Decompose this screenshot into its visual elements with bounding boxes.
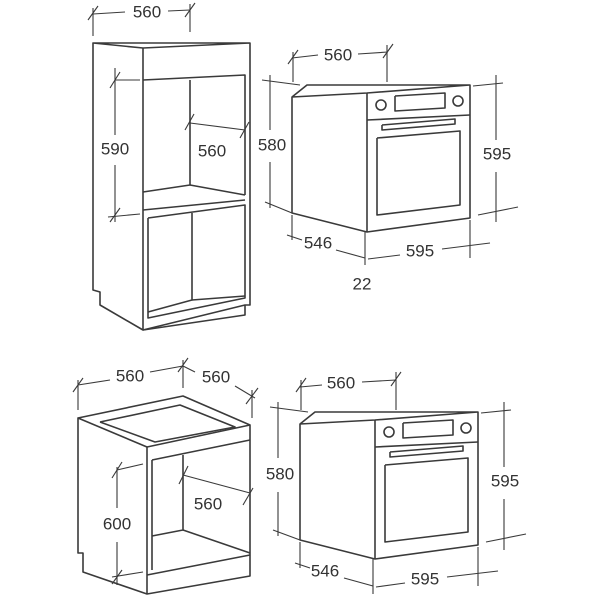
dimension-niche-height: 600 (103, 461, 144, 585)
dimension-niche-height: 590 (101, 68, 141, 223)
knob-icon (375, 99, 387, 111)
dimension-label: 560 (194, 494, 222, 513)
dimension-depth: 560 (182, 365, 259, 418)
tall-cabinet: 560 590 560 (87, 2, 251, 331)
dimension-label: 560 (116, 366, 144, 385)
dimension-label: 546 (311, 561, 339, 580)
dimension-label: 595 (491, 471, 519, 490)
dimension-label: 560 (198, 141, 226, 160)
dimension-label: 560 (202, 367, 230, 386)
dimension-label: 560 (327, 373, 355, 392)
door-window (376, 130, 461, 216)
dimension-niche-depth: 560 (178, 465, 254, 513)
dimension-label: 595 (411, 569, 439, 588)
dimension-label: 595 (406, 241, 434, 260)
dimension-width: 560 (72, 357, 189, 410)
knob-icon (452, 95, 464, 107)
display (394, 92, 446, 112)
oven-bottom: 560 580 595 546 595 (266, 371, 527, 594)
dimension-label: 546 (304, 233, 332, 252)
oven-top: 560 580 595 546 595 22 (258, 43, 519, 293)
dimension-label: 590 (101, 139, 129, 158)
dimension-label: 560 (133, 2, 161, 21)
dimension-width: 560 (87, 2, 196, 36)
dimension-label: 600 (103, 514, 131, 533)
dimension-label: 580 (266, 464, 294, 483)
dimension-label: 560 (324, 45, 352, 64)
dimension-niche-depth: 560 (184, 113, 250, 160)
dimension-label: 595 (483, 144, 511, 163)
base-cabinet: 560 560 600 560 (72, 357, 259, 595)
dimension-label: 22 (353, 274, 372, 293)
dimension-label: 580 (258, 135, 286, 154)
door-handle (381, 118, 456, 131)
